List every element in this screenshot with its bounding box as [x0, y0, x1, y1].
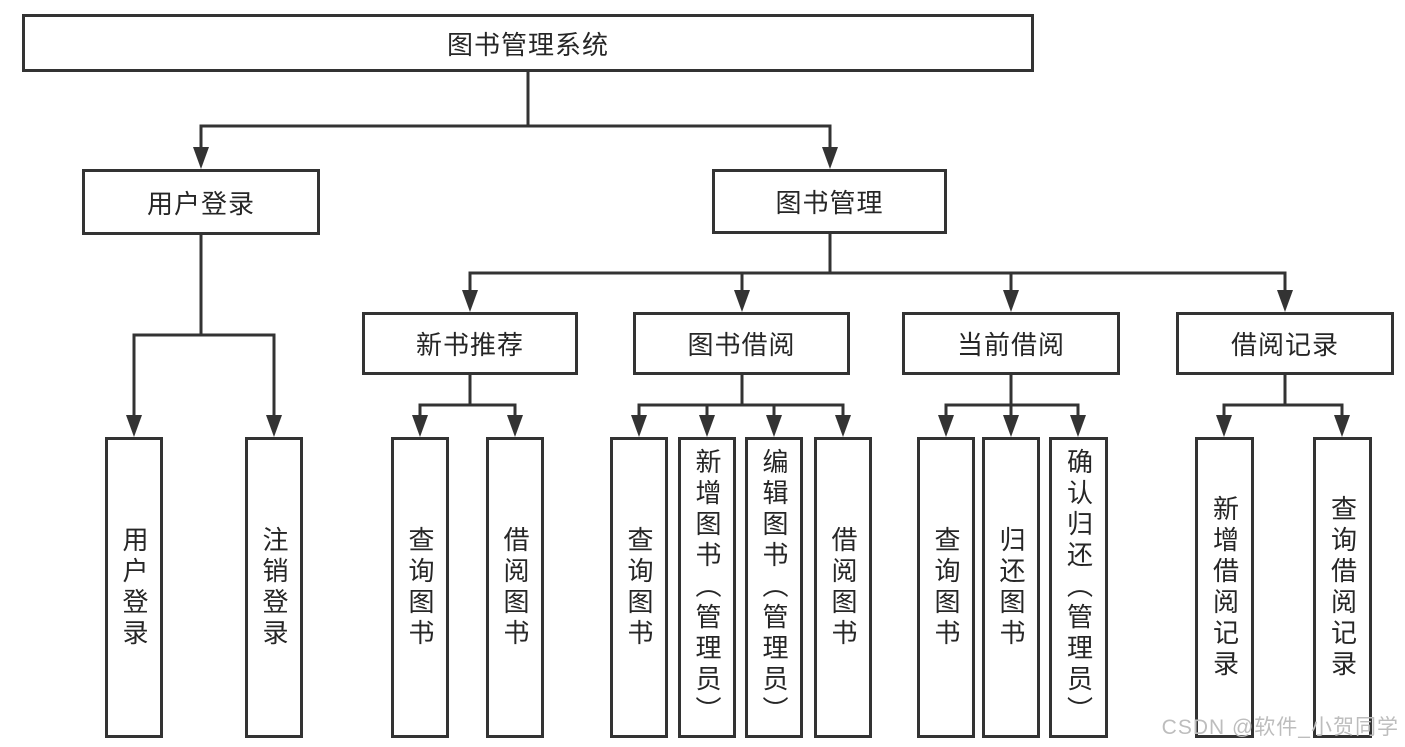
leaf-query-borrow-record: 查询借阅记录: [1313, 437, 1372, 738]
node-label: 编辑图书（管理员）: [759, 448, 789, 727]
leaf-confirm-return-admin: 确认归还（管理员）: [1049, 437, 1108, 738]
leaf-borrow-books: 借阅图书: [814, 437, 872, 738]
leaf-add-borrow-record: 新增借阅记录: [1195, 437, 1254, 738]
node-label: 归还图书: [996, 525, 1026, 650]
leaf-query-books-recommend: 查询图书: [391, 437, 449, 738]
node-label: 新书推荐: [415, 330, 524, 360]
node-label: 借阅图书: [500, 525, 530, 650]
node-label: 图书管理系统: [446, 29, 609, 60]
csdn-watermark: CSDN @软件_小贺同学: [1161, 716, 1399, 739]
node-label: 查询图书: [624, 525, 654, 650]
leaf-user-login: 用户登录: [105, 437, 163, 738]
leaf-logout: 注销登录: [245, 437, 303, 738]
node-label: 图书借阅: [687, 330, 796, 360]
leaf-add-books-admin: 新增图书（管理员）: [678, 437, 736, 738]
node-label: 查询图书: [931, 525, 961, 650]
leaf-edit-books-admin: 编辑图书（管理员）: [745, 437, 803, 738]
node-user-login: 用户登录: [82, 169, 320, 235]
node-label: 注销登录: [259, 525, 289, 650]
node-label: 查询图书: [405, 525, 435, 650]
node-label: 用户登录: [119, 525, 149, 650]
node-book-borrow: 图书借阅: [633, 312, 850, 375]
node-label: 新增图书（管理员）: [692, 448, 722, 727]
node-label: 借阅图书: [828, 525, 858, 650]
node-label: 查询借阅记录: [1327, 494, 1358, 681]
node-label: 当前借阅: [956, 330, 1065, 360]
leaf-query-books-current: 查询图书: [917, 437, 975, 738]
node-label: 图书管理: [775, 188, 884, 218]
leaf-borrow-books-recommend: 借阅图书: [486, 437, 544, 738]
node-label: 借阅记录: [1230, 330, 1339, 360]
leaf-return-books: 归还图书: [982, 437, 1040, 738]
node-root-library-system: 图书管理系统: [22, 14, 1034, 72]
node-label: 新增借阅记录: [1209, 494, 1240, 681]
node-borrow-records: 借阅记录: [1176, 312, 1394, 375]
node-label: 用户登录: [146, 188, 255, 219]
leaf-query-books-borrow: 查询图书: [610, 437, 668, 738]
node-current-borrow: 当前借阅: [902, 312, 1120, 375]
node-book-management: 图书管理: [712, 169, 947, 234]
node-new-book-recommend: 新书推荐: [362, 312, 578, 375]
node-label: 确认归还（管理员）: [1063, 448, 1094, 727]
